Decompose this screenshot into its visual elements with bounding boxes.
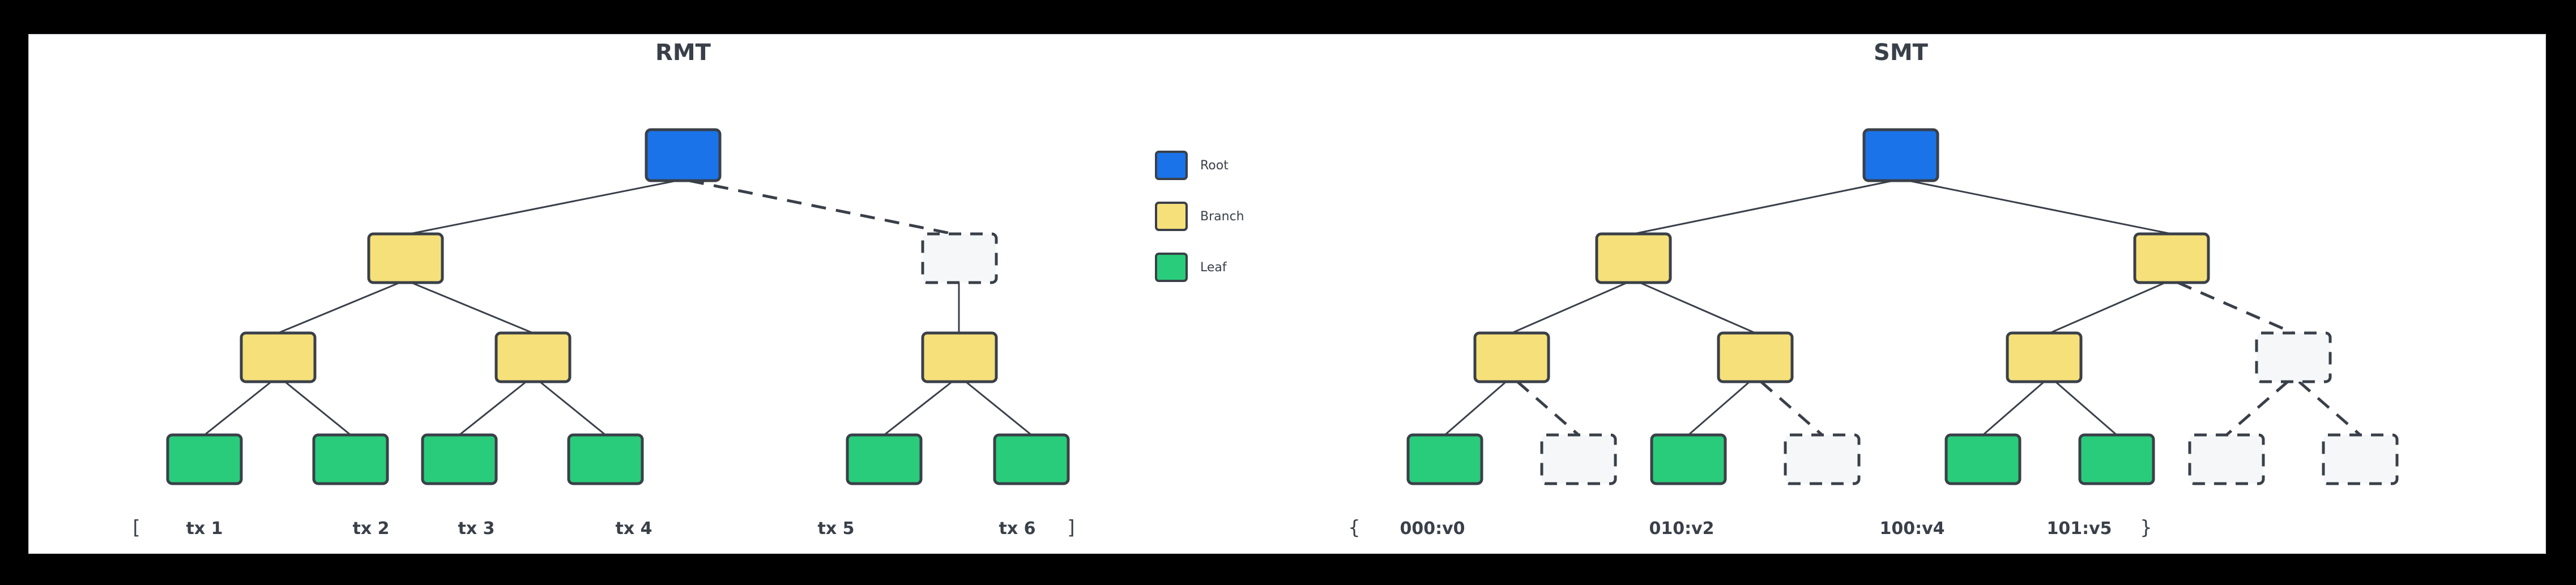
rmt-root-node [645, 128, 722, 182]
smt-empty-node-11 [2255, 331, 2332, 383]
rmt-empty-node-1 [921, 232, 998, 284]
smt-leaf-node-100 [1944, 433, 2021, 485]
legend-label-root: Root [1200, 159, 1229, 173]
smt-edge-e11-e111 [2298, 381, 2361, 436]
rmt-edge-b0-b00 [278, 281, 400, 334]
smt-leaf-label-100: 100:v4 [1879, 519, 1944, 539]
legend-swatch-leaf-icon [1155, 253, 1188, 282]
rmt-leaf-label-2: tx 3 [458, 519, 494, 539]
smt-caption-close: } [2140, 516, 2152, 539]
smt-edge-b00-e001 [1516, 381, 1580, 436]
rmt-leaf-node-0 [166, 433, 243, 485]
smt-branch-node-00 [1473, 331, 1550, 383]
legend-label-branch: Branch [1200, 210, 1244, 224]
rmt-tree-group: RMT [133, 40, 1074, 539]
smt-tree-group: SMT [1348, 40, 2399, 539]
rmt-title: RMT [655, 40, 711, 66]
smt-empty-node-110 [2188, 433, 2265, 485]
smt-branch-node-10 [2006, 331, 2083, 383]
smt-title: SMT [1874, 40, 1929, 66]
legend-swatch-root-icon [1155, 151, 1188, 180]
smt-empty-node-001 [1540, 433, 1617, 485]
smt-edge-e11-e110 [2225, 381, 2289, 436]
smt-leaf-node-000 [1406, 433, 1483, 485]
smt-branch-node-1 [2133, 232, 2210, 284]
rmt-leaf-node-5 [993, 433, 1070, 485]
smt-empty-node-011 [1784, 433, 1861, 485]
rmt-edge-b0-b01 [411, 281, 534, 334]
smt-edge-b1-empty11 [2177, 281, 2294, 335]
smt-edge-b0-b01 [1639, 281, 1756, 334]
smt-edge-b10-l101 [2055, 381, 2117, 436]
rmt-caption-open: [ [133, 516, 140, 539]
rmt-edge-b00-l1 [284, 381, 351, 436]
rmt-edge-root-b0 [409, 180, 677, 235]
rmt-edge-b10-l4 [884, 381, 953, 436]
rmt-leaf-label-5: tx 6 [999, 519, 1035, 539]
smt-edge-b0-b00 [1511, 281, 1628, 334]
smt-edge-b01-e011 [1760, 381, 1823, 436]
figure-panel: RMT [28, 34, 2546, 554]
smt-edge-b00-l000 [1444, 381, 1507, 436]
rmt-leaf-node-4 [846, 433, 923, 485]
smt-empty-node-111 [2322, 433, 2399, 485]
rmt-leaf-node-2 [421, 433, 498, 485]
smt-caption-open: { [1348, 516, 1360, 539]
smt-leaf-label-101: 101:v5 [2046, 519, 2112, 539]
rmt-branch-node-0 [367, 232, 444, 284]
rmt-leaf-label-4: tx 5 [817, 519, 854, 539]
smt-edge-b01-l010 [1688, 381, 1750, 436]
legend-label-leaf: Leaf [1200, 261, 1227, 275]
rmt-edge-b10-l5 [965, 381, 1032, 436]
rmt-branch-node-01 [494, 331, 572, 383]
rmt-edge-b00-l0 [204, 381, 272, 436]
smt-leaf-node-010 [1650, 433, 1727, 485]
legend: Root Branch Leaf [1155, 151, 1244, 282]
rmt-leaf-label-3: tx 4 [615, 519, 652, 539]
rmt-edge-root-empty [689, 179, 954, 236]
rmt-leaf-label-0: tx 1 [186, 519, 223, 539]
smt-branch-node-0 [1595, 232, 1672, 284]
smt-leaf-label-010: 010:v2 [1649, 519, 1714, 539]
smt-leaf-label-000: 000:v0 [1400, 519, 1465, 539]
smt-edge-root-b1 [1908, 180, 2172, 235]
rmt-caption-close: ] [1067, 516, 1074, 539]
smt-edge-b1-b10 [2049, 281, 2166, 334]
smt-edge-root-b0 [1633, 180, 1894, 235]
rmt-branch-node-00 [240, 331, 317, 383]
merkle-tree-diagram: RMT [133, 40, 2399, 539]
legend-swatch-branch-icon [1155, 202, 1188, 231]
rmt-edge-b01-l2 [459, 381, 527, 436]
smt-root-node [1862, 128, 1939, 182]
rmt-leaf-label-1: tx 2 [352, 519, 389, 539]
rmt-leaf-node-1 [312, 433, 389, 485]
smt-branch-node-01 [1717, 331, 1794, 383]
smt-leaf-node-101 [2078, 433, 2155, 485]
rmt-edge-b01-l3 [539, 381, 606, 436]
smt-edge-b10-l100 [1982, 381, 2045, 436]
rmt-branch-node-10 [921, 331, 998, 383]
rmt-leaf-node-3 [567, 433, 644, 485]
